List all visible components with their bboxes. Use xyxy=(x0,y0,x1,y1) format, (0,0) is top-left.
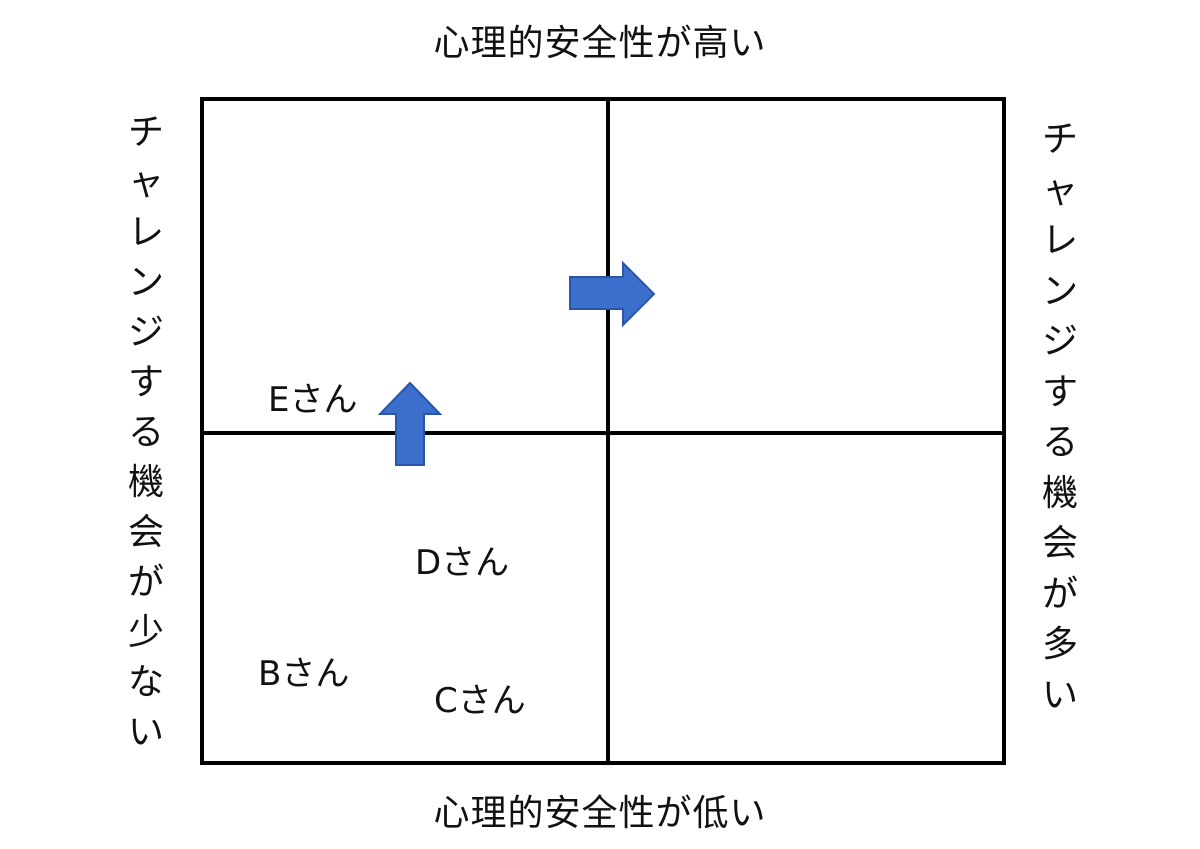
quadrant-grid xyxy=(200,97,1006,765)
left-label-char: す xyxy=(127,362,164,403)
horizontal-divider xyxy=(204,431,1002,435)
right-label-char: ジ xyxy=(1041,321,1078,362)
left-label-char: が xyxy=(127,562,164,603)
left-label-char: 機 xyxy=(127,462,164,503)
left-label-char: 会 xyxy=(127,512,164,553)
right-label-char: る xyxy=(1041,422,1078,463)
right-label-char: レ xyxy=(1041,220,1078,261)
left-label-char: る xyxy=(127,412,164,453)
right-label-char: ャ xyxy=(1041,169,1078,211)
person-d-label: Dさん xyxy=(415,543,510,583)
left-label-char: ン xyxy=(127,262,164,303)
person-b-label: Bさん xyxy=(258,654,350,694)
left-label-char: ャ xyxy=(127,162,164,203)
top-axis-label: 心理的安全性が高い xyxy=(433,23,767,64)
arrow-right-icon xyxy=(569,260,656,328)
left-label-char: い xyxy=(127,712,164,753)
bottom-axis-label: 心理的安全性が低い xyxy=(433,793,767,834)
person-c-label: Cさん xyxy=(434,681,526,721)
left-label-char: チ xyxy=(127,112,164,153)
right-label-char: チ xyxy=(1041,119,1078,160)
right-axis-label: チ ャ レ ン ジ す る 機 会 が 多 い xyxy=(1030,115,1090,721)
right-label-char: 機 xyxy=(1041,472,1078,514)
left-label-char: レ xyxy=(127,212,164,253)
person-e-label: Eさん xyxy=(268,380,358,420)
left-label-char: 少 xyxy=(127,612,164,653)
left-label-char: な xyxy=(127,662,164,703)
left-axis-label: チ ャ レ ン ジ す る 機 会 が 少 な い xyxy=(116,108,176,758)
right-label-char: 多 xyxy=(1041,624,1078,665)
right-label-char: が xyxy=(1041,573,1078,615)
right-label-char: い xyxy=(1041,674,1078,716)
arrow-up-icon xyxy=(377,381,443,466)
right-label-char: ン xyxy=(1041,270,1078,312)
right-label-char: す xyxy=(1041,371,1078,413)
left-label-char: ジ xyxy=(127,312,164,353)
right-label-char: 会 xyxy=(1041,523,1078,564)
